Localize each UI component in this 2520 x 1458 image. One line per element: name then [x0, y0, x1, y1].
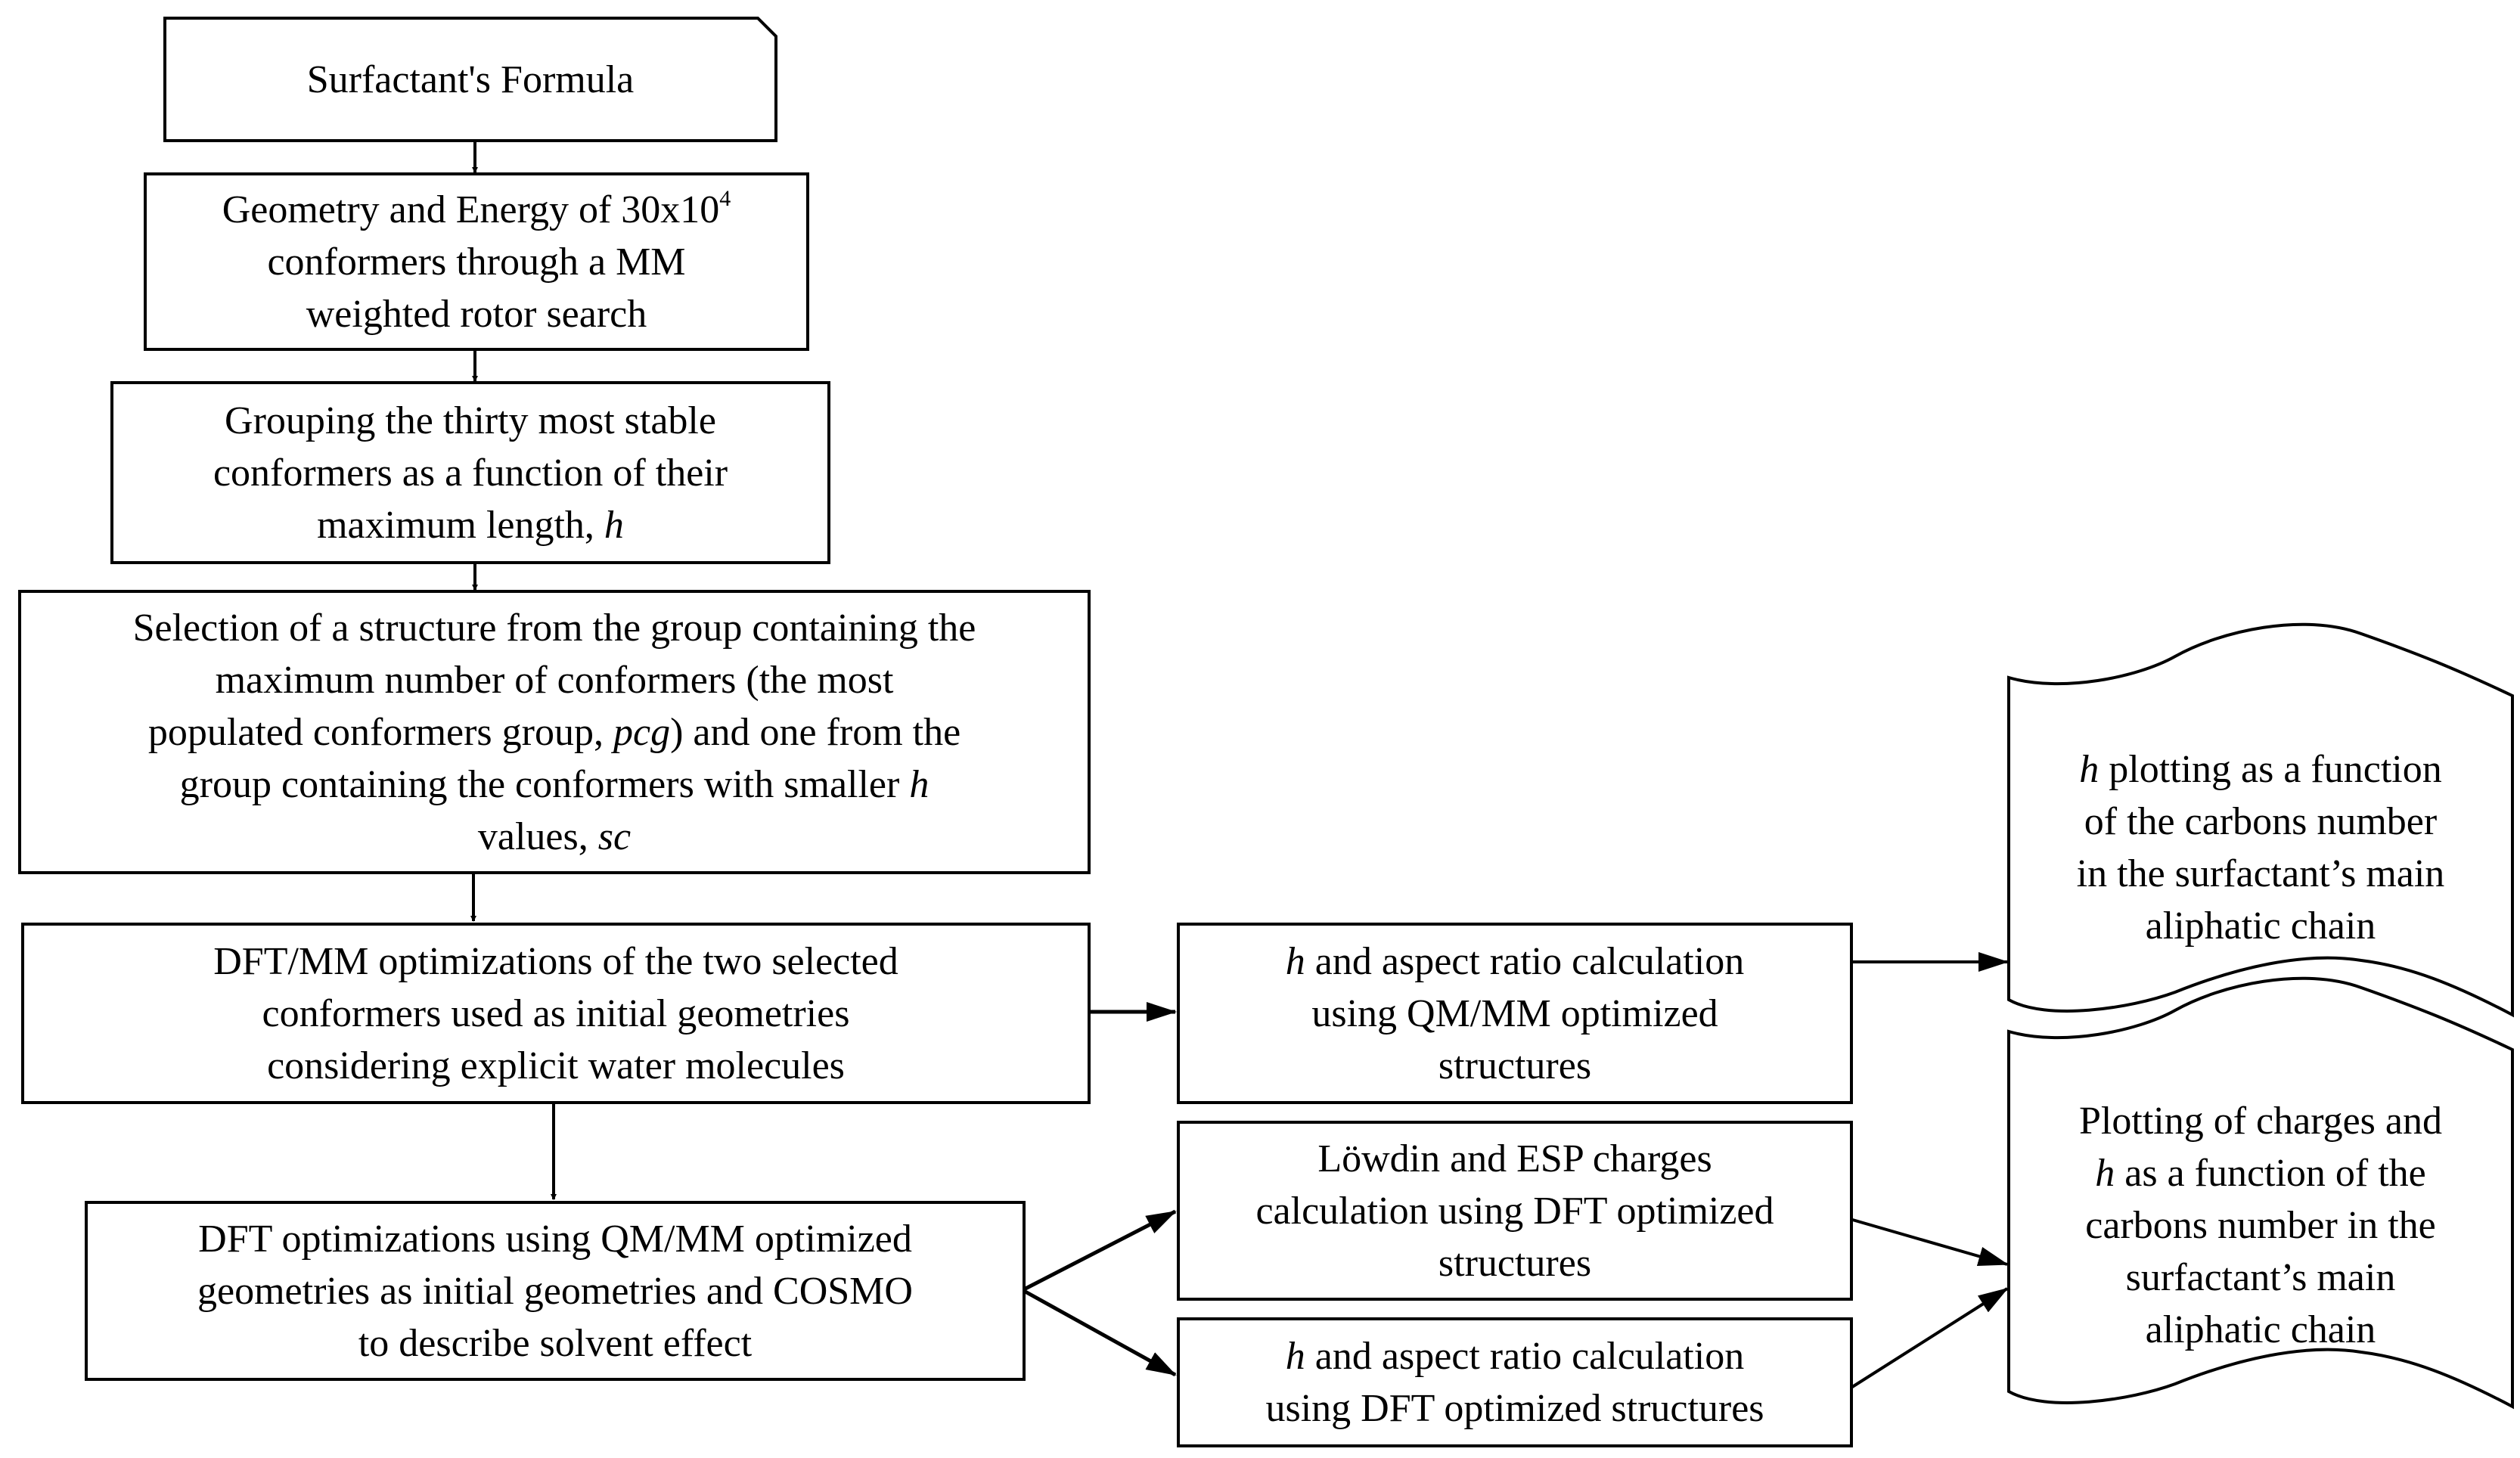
dftmm-node: DFT/MM optimizations of the two selected… — [21, 923, 1091, 1104]
aspect-qmmm-line-1: h and aspect ratio calculation — [1285, 939, 1745, 983]
geometry-exponent: 4 — [719, 185, 731, 211]
geometry-line-1: Geometry and Energy of 30x104 — [222, 185, 731, 231]
selection-line-4: group containing the conformers with sma… — [179, 762, 929, 806]
plot-h-shape — [2007, 622, 2514, 1018]
selection-var-sc: sc — [597, 814, 632, 858]
selection-line-2: maximum number of conformers (the most — [215, 658, 894, 702]
plot-h-line-2: of the carbons number — [2084, 800, 2438, 843]
geometry-line-3: weighted rotor search — [306, 292, 647, 336]
lowdin-line-2: calculation using DFT optimized — [1255, 1189, 1774, 1233]
grouping-line-2: conformers as a function of their — [213, 451, 728, 495]
lowdin-node: Löwdin and ESP charges calculation using… — [1177, 1121, 1853, 1301]
dft-line-3: to describe solvent effect — [358, 1321, 753, 1365]
formula-node: Surfactant's Formula — [165, 18, 776, 141]
plot-charges-node: Plotting of charges and h as a function … — [2009, 1089, 2512, 1361]
dftmm-line-2: conformers used as initial geometries — [262, 991, 850, 1035]
plot-charges-var-h: h — [2095, 1151, 2115, 1195]
lowdin-line-1: Löwdin and ESP charges — [1317, 1137, 1712, 1180]
aspect-qmmm-line-2: using QM/MM optimized — [1311, 991, 1718, 1035]
plot-h-var-h: h — [2079, 748, 2099, 791]
selection-line-3: populated conformers group, pcg) and one… — [147, 710, 961, 754]
plot-h-line-1: h plotting as a function — [2079, 748, 2442, 791]
aspect-qmmm-line-3: structures — [1438, 1044, 1592, 1087]
plot-charges-line-4: surfactant’s main — [2125, 1255, 2396, 1299]
plot-charges-line-1: Plotting of charges and — [2079, 1099, 2442, 1143]
aspect-dft-var-h: h — [1285, 1335, 1305, 1378]
selection-node: Selection of a structure from the group … — [18, 590, 1091, 874]
plot-h-node: h plotting as a function of the carbons … — [2009, 738, 2512, 957]
grouping-var-h: h — [604, 503, 624, 547]
aspect-dft-line-2: using DFT optimized structures — [1265, 1387, 1764, 1430]
selection-var-h: h — [909, 762, 929, 806]
grouping-line-1: Grouping the thirty most stable — [225, 399, 716, 442]
edge-dft-aspect-dft — [1021, 1288, 1177, 1377]
aspect-dft-node: h and aspect ratio calculation using DFT… — [1177, 1317, 1853, 1447]
dft-node: DFT optimizations using QM/MM optimized … — [85, 1201, 1026, 1381]
grouping-node: Grouping the thirty most stable conforme… — [110, 381, 830, 564]
dft-line-2: geometries as initial geometries and COS… — [197, 1269, 913, 1313]
edge-lowdin-plot-charges — [1849, 1218, 2009, 1266]
selection-var-pcg: pcg — [613, 710, 671, 754]
aspect-dft-line-1: h and aspect ratio calculation — [1285, 1335, 1745, 1378]
geometry-node: Geometry and Energy of 30x104 conformers… — [144, 172, 809, 351]
plot-charges-shape — [2007, 976, 2514, 1410]
grouping-line-3: maximum length, h — [317, 503, 624, 547]
formula-text: Surfactant's Formula — [306, 57, 635, 101]
geometry-line-2: conformers through a MM — [267, 240, 686, 284]
dft-line-1: DFT optimizations using QM/MM optimized — [198, 1217, 912, 1261]
selection-line-1: Selection of a structure from the group … — [132, 606, 976, 650]
plot-charges-line-2: h as a function of the — [2095, 1151, 2426, 1195]
aspect-qmmm-node: h and aspect ratio calculation using QM/… — [1177, 923, 1853, 1104]
edge-aspect-dft-plot-charges — [1848, 1287, 2009, 1390]
edge-dft-lowdin — [1021, 1209, 1177, 1292]
lowdin-line-3: structures — [1438, 1241, 1592, 1285]
aspect-qmmm-var-h: h — [1285, 939, 1305, 983]
plot-h-line-3: in the surfactant’s main — [2076, 852, 2445, 895]
dftmm-line-1: DFT/MM optimizations of the two selected — [213, 939, 898, 983]
plot-h-line-4: aliphatic chain — [2145, 904, 2376, 948]
selection-line-5: values, sc — [477, 814, 632, 858]
plot-charges-line-5: aliphatic chain — [2145, 1308, 2376, 1351]
plot-charges-line-3: carbons number in the — [2085, 1203, 2436, 1247]
formula-shape — [163, 17, 777, 142]
dftmm-line-3: considering explicit water molecules — [267, 1044, 845, 1087]
